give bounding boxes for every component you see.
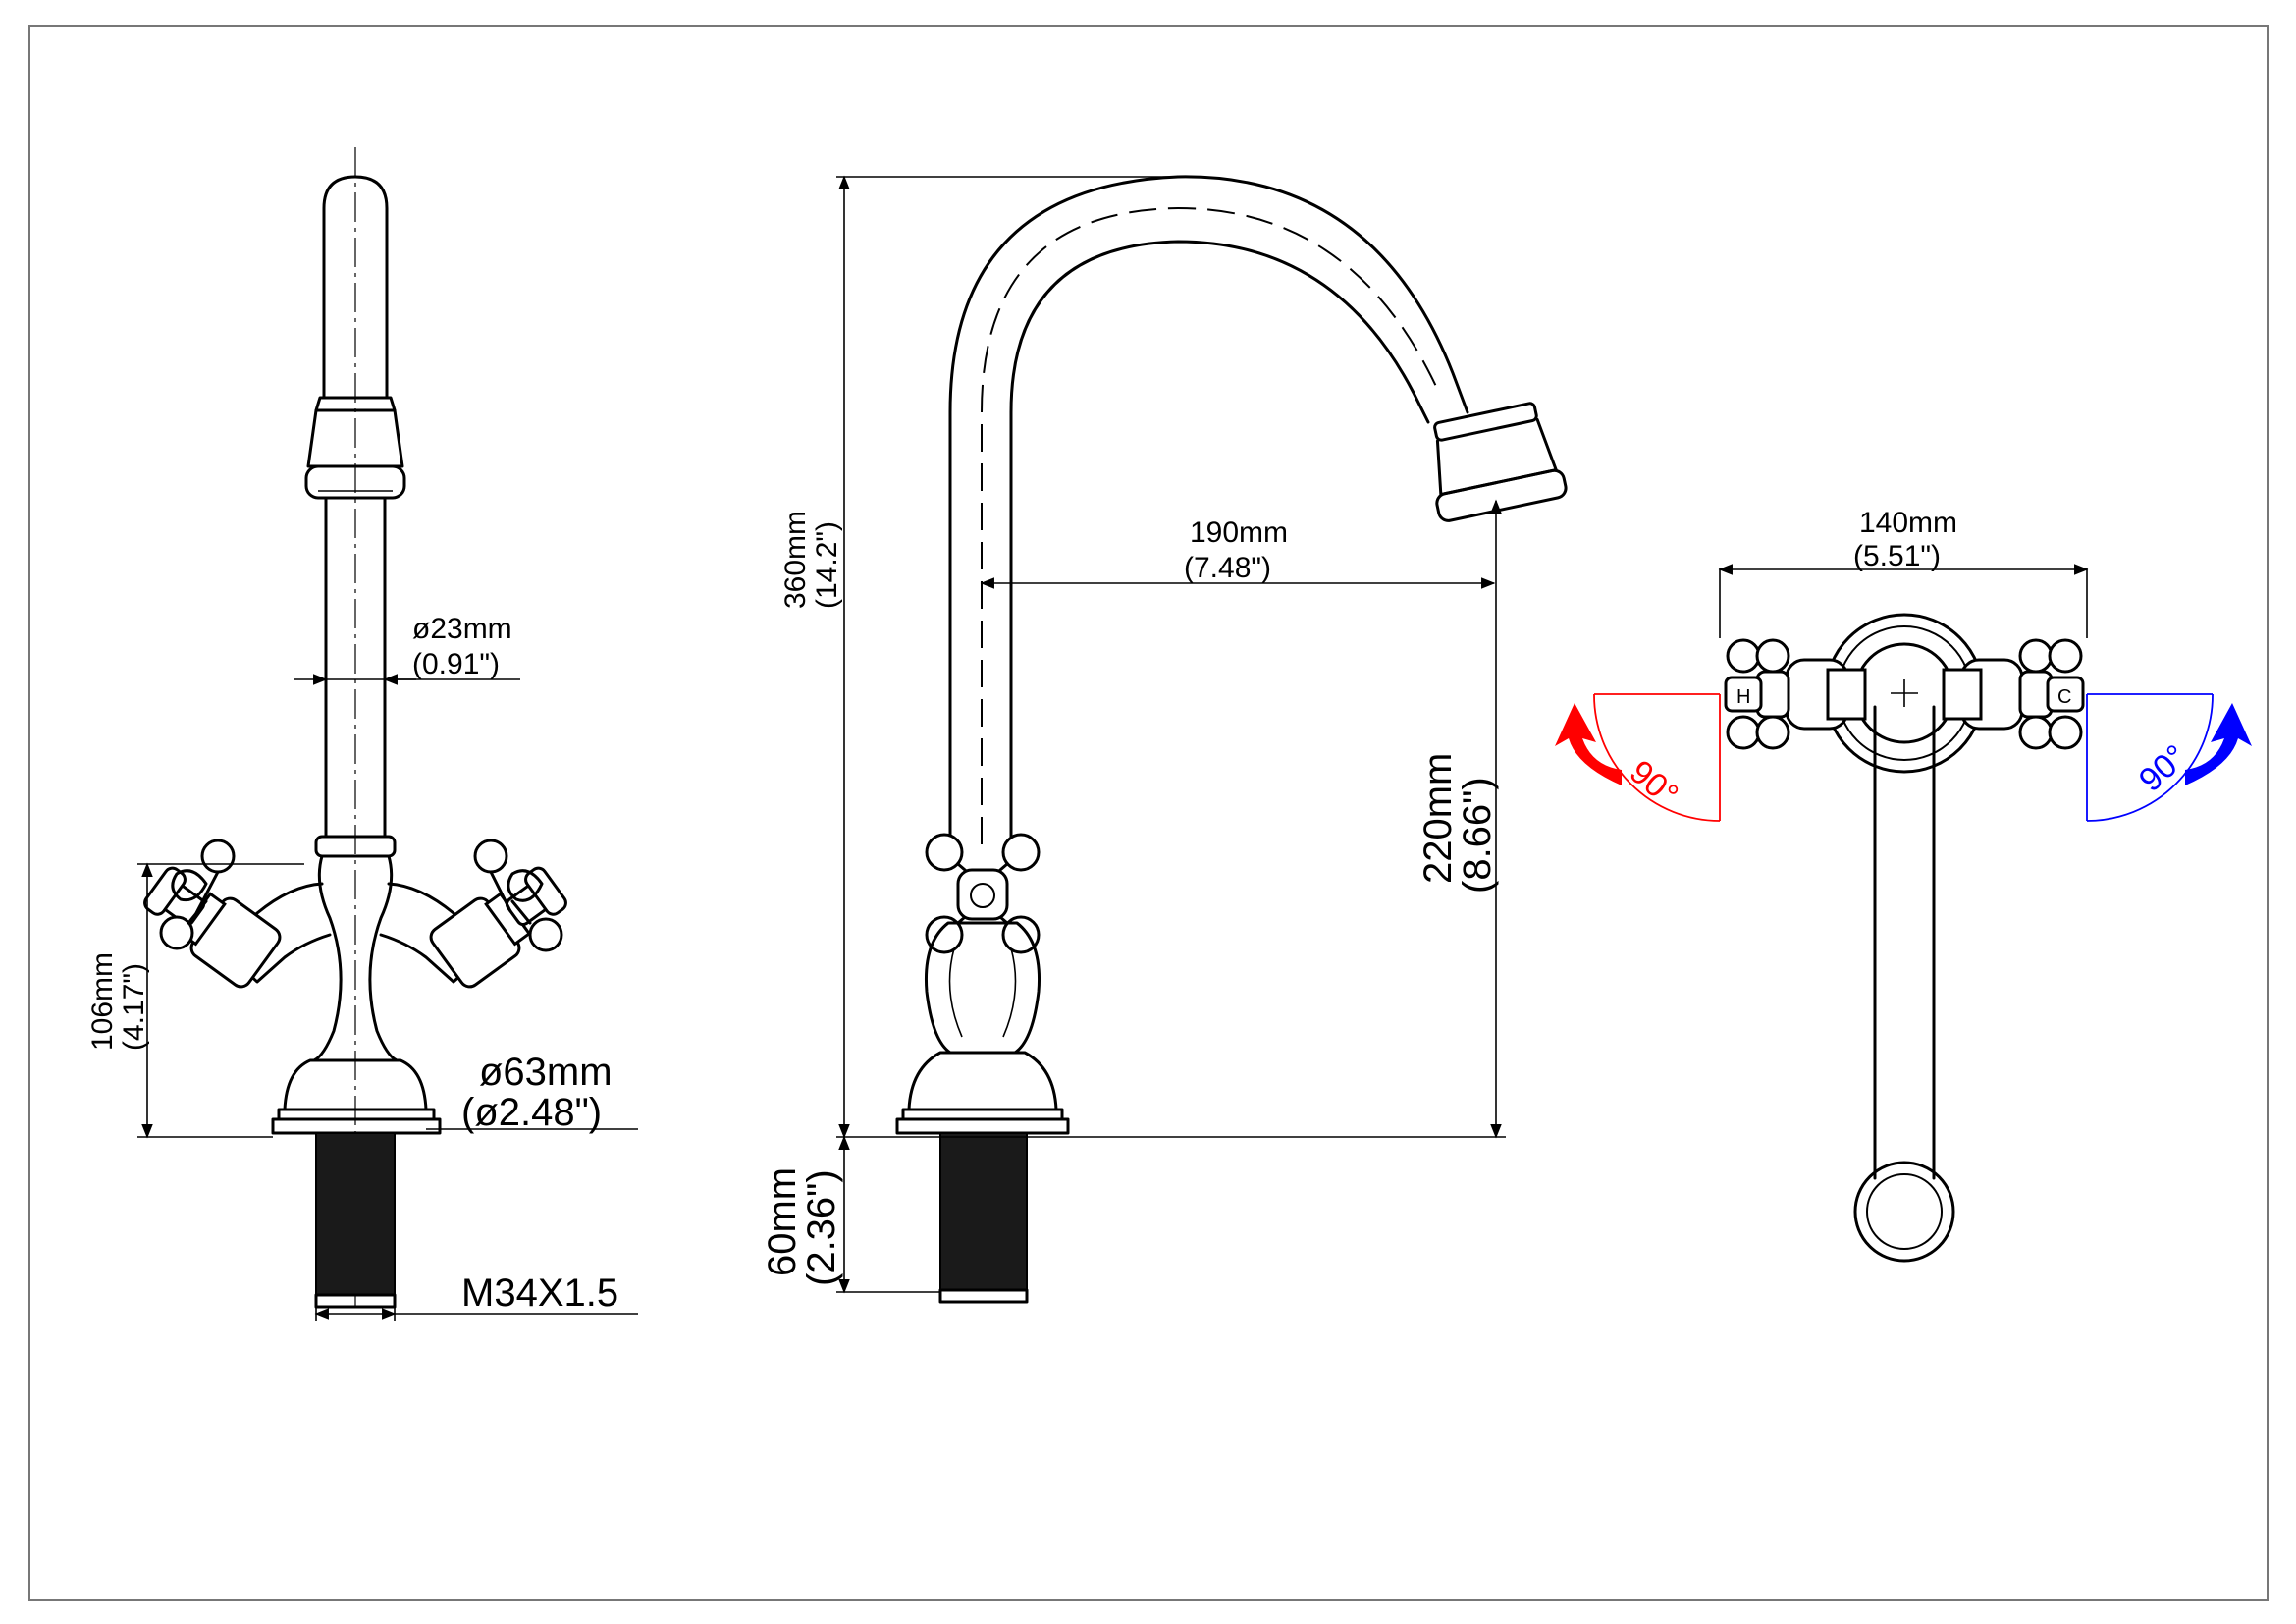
cold-rotation-indicator: 90° bbox=[2086, 693, 2252, 822]
base-diameter-in: (ø2.48") bbox=[461, 1091, 602, 1134]
front-view: ø23mm (0.91") 106mm (4.17") ø63mm (ø2.48… bbox=[86, 147, 638, 1321]
total-height-in: (14.2") bbox=[811, 521, 843, 609]
hot-rotation-arrow-icon bbox=[1555, 703, 1622, 785]
valve-height-mm: 106mm bbox=[86, 952, 119, 1051]
thread-spec: M34X1.5 bbox=[461, 1272, 618, 1315]
spout-diameter-mm: ø23mm bbox=[412, 613, 512, 645]
handle-span-in: (5.51") bbox=[1853, 540, 1941, 572]
top-view: 140mm (5.51") H C bbox=[1555, 507, 2252, 1263]
hot-rotation-label: 90° bbox=[1623, 753, 1685, 814]
base-diameter-mm: ø63mm bbox=[479, 1051, 613, 1094]
reach-in: (7.48") bbox=[1184, 552, 1271, 584]
valve-height-in: (4.17") bbox=[118, 963, 150, 1051]
outlet-height-in: (8.66") bbox=[1456, 777, 1499, 893]
reach-mm: 190mm bbox=[1190, 516, 1288, 549]
handle-span-mm: 140mm bbox=[1859, 507, 1957, 539]
cold-marker: C bbox=[2057, 686, 2071, 708]
side-view: 360mm (14.2") 60mm (2.36") 190mm (7.48")… bbox=[761, 175, 1568, 1304]
cold-rotation-label: 90° bbox=[2132, 737, 2195, 799]
shank-length-in: (2.36") bbox=[800, 1169, 843, 1286]
drawing-border bbox=[28, 25, 2269, 1601]
spout-diameter-in: (0.91") bbox=[412, 648, 500, 680]
outlet-height-mm: 220mm bbox=[1416, 753, 1460, 884]
total-height-mm: 360mm bbox=[779, 511, 812, 609]
cold-rotation-arrow-icon bbox=[2185, 703, 2252, 785]
hot-rotation-indicator: 90° bbox=[1555, 693, 1721, 822]
shank-length-mm: 60mm bbox=[761, 1167, 804, 1276]
hot-marker: H bbox=[1736, 686, 1750, 708]
